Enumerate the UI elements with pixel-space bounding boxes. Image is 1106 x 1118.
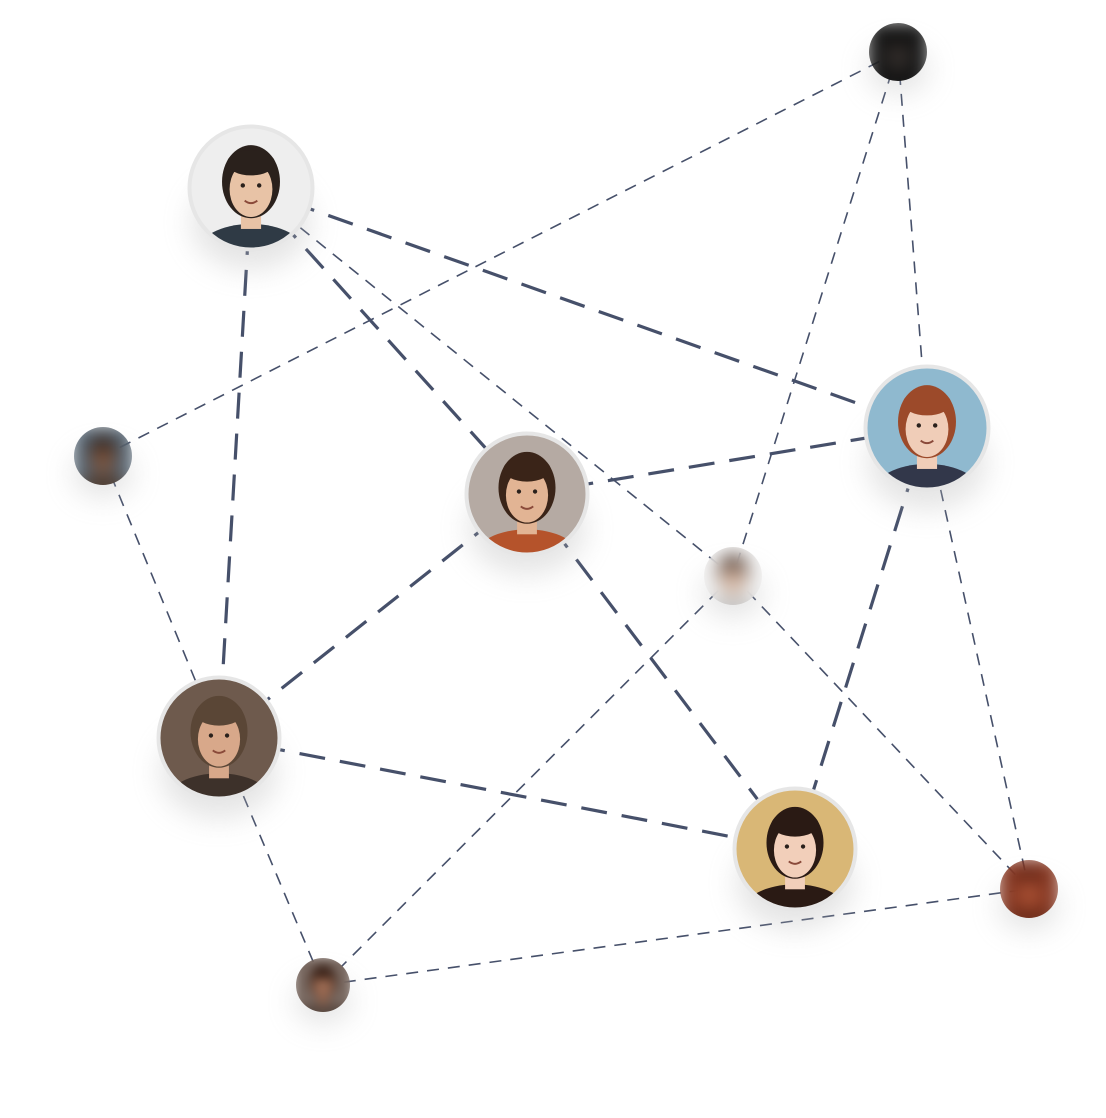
avatar-photo <box>867 368 987 488</box>
avatar-photo <box>1000 860 1058 918</box>
avatar-border <box>156 675 282 801</box>
edge-woman-redhead-to-person-bottom-right <box>926 427 1030 890</box>
node-person-bottom[interactable] <box>293 955 353 1029</box>
node-man-bottom-left[interactable] <box>156 675 282 829</box>
avatar-photo <box>736 790 854 908</box>
node-person-bottom-right[interactable] <box>997 857 1061 936</box>
connection-lines <box>102 51 1030 986</box>
node-woman-center[interactable] <box>464 431 590 585</box>
avatar-border <box>187 124 315 252</box>
avatar-photo <box>869 23 927 81</box>
avatar-border <box>464 431 590 557</box>
edge-person-top-right-to-person-left <box>102 51 899 457</box>
edge-person-bottom-to-person-bottom-right <box>322 888 1030 986</box>
node-man-top-left[interactable] <box>187 124 315 281</box>
edge-man-top-left-to-woman-redhead <box>250 186 928 430</box>
edge-man-bottom-left-to-woman-bottom <box>218 736 796 851</box>
edge-man-top-left-to-person-middle <box>250 187 734 577</box>
node-person-left[interactable] <box>71 424 135 503</box>
people-nodes <box>71 20 1061 1029</box>
avatar-border <box>732 786 858 912</box>
avatar-photo <box>191 128 311 248</box>
avatar-photo <box>468 435 586 553</box>
node-woman-bottom[interactable] <box>732 786 858 940</box>
node-woman-redhead[interactable] <box>863 364 991 521</box>
edge-person-middle-to-person-bottom-right <box>732 575 1030 890</box>
avatar-photo <box>704 547 762 605</box>
edge-woman-center-to-woman-redhead <box>526 426 928 496</box>
edge-person-middle-to-person-bottom <box>322 575 734 986</box>
avatar-photo <box>160 679 278 797</box>
avatar-border <box>863 364 991 492</box>
avatar-photo <box>74 427 132 485</box>
node-person-top-right[interactable] <box>866 20 930 99</box>
edge-woman-center-to-man-bottom-left <box>218 492 528 740</box>
edge-man-top-left-to-man-bottom-left <box>217 187 253 739</box>
node-person-middle[interactable] <box>701 544 765 623</box>
edge-woman-center-to-woman-bottom <box>525 493 797 850</box>
edge-woman-redhead-to-woman-bottom <box>793 427 929 850</box>
edge-person-top-right-to-person-middle <box>732 51 899 577</box>
edge-man-top-left-to-woman-center <box>249 186 529 496</box>
